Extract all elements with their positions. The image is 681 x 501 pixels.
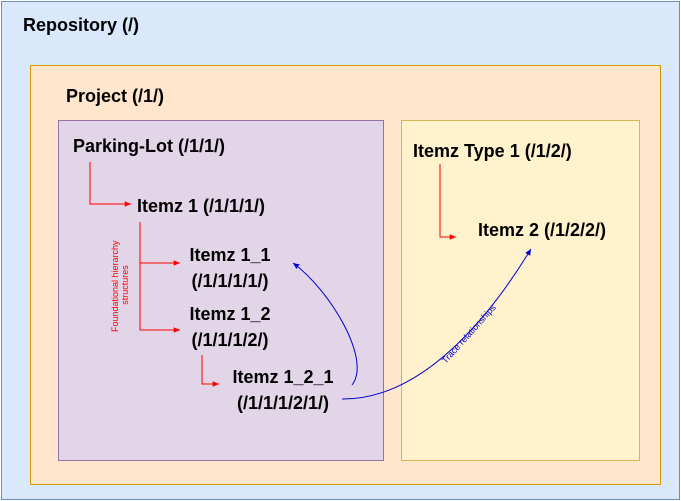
hierarchy-annotation: Foundational hierarchy structures bbox=[110, 238, 130, 332]
repository-label: Repository (/) bbox=[23, 15, 140, 35]
itemz-1-1-path: (/1/1/1/1/) bbox=[191, 271, 269, 291]
edge-itemz-type-1-to-itemz-2 bbox=[439, 164, 456, 240]
edge-parking-lot-to-itemz-1 bbox=[89, 162, 131, 207]
itemz-1-2-node: Itemz 1_2 (/1/1/1/2/) bbox=[165, 301, 295, 353]
itemz-1-2-1-node: Itemz 1_2_1 (/1/1/1/2/1/) bbox=[213, 364, 353, 416]
itemz-1-2-1-title: Itemz 1_2_1 bbox=[232, 367, 334, 387]
project-label: Project (/1/) bbox=[66, 86, 165, 106]
itemz-1-2-1-path: (/1/1/1/2/1/) bbox=[236, 393, 330, 413]
itemz-2-node: Itemz 2 (/1/2/2/) bbox=[478, 220, 607, 240]
edge-itemz-1-2-to-itemz-1-2-1 bbox=[201, 355, 219, 387]
itemz-1-2-path: (/1/1/1/2/) bbox=[191, 330, 269, 350]
trace-itemz-1-2-1-to-itemz-1-1 bbox=[292, 262, 358, 386]
itemz-1-1-title: Itemz 1_1 bbox=[189, 245, 271, 265]
edge-itemz-1-to-itemz-1-2 bbox=[139, 263, 180, 333]
itemz-type-1-container bbox=[401, 120, 640, 461]
trace-itemz-1-2-1-to-itemz-2 bbox=[341, 248, 532, 400]
parking-lot-label: Parking-Lot (/1/1/) bbox=[73, 136, 226, 156]
trace-annotation: Trace relationships bbox=[440, 302, 498, 365]
itemz-type-1-label: Itemz Type 1 (/1/2/) bbox=[413, 141, 572, 161]
parking-lot-container bbox=[58, 120, 384, 461]
itemz-1-node: Itemz 1 (/1/1/1/) bbox=[137, 196, 266, 216]
itemz-1-1-node: Itemz 1_1 (/1/1/1/1/) bbox=[165, 242, 295, 294]
itemz-1-2-title: Itemz 1_2 bbox=[189, 304, 271, 324]
hierarchy-annotation-line-2: structures bbox=[120, 265, 130, 305]
hierarchy-annotation-line-1: Foundational hierarchy bbox=[110, 240, 120, 332]
edge-itemz-1-to-itemz-1-1 bbox=[139, 222, 180, 266]
